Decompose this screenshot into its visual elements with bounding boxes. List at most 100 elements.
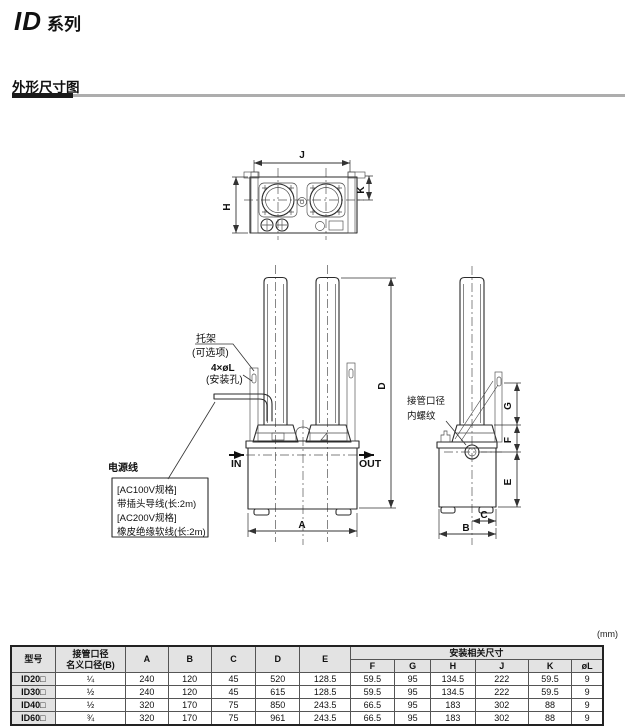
units-note: (mm) xyxy=(597,629,618,639)
cell-E: 128.5 xyxy=(299,685,351,699)
col-header-F: F xyxy=(349,659,396,673)
cell-oL: 9 xyxy=(571,685,604,699)
cell-G: 95 xyxy=(394,685,432,699)
port-cell: ¾ xyxy=(54,711,127,726)
col-header-J: J xyxy=(474,659,529,673)
col-header-B: B xyxy=(167,645,212,673)
dim-label-k: K xyxy=(356,186,367,194)
cell-F: 59.5 xyxy=(349,672,396,686)
cell-C: 45 xyxy=(210,685,257,699)
cell-D: 850 xyxy=(255,698,301,712)
cell-F: 66.5 xyxy=(349,711,396,726)
series-code: ID xyxy=(14,6,42,36)
bracket-label: 托架 xyxy=(196,332,216,345)
table-row: ID30□ ½ 240 120 45 615 128.5 59.5 95 134… xyxy=(10,685,604,699)
holes-label: 4×øL xyxy=(211,363,235,374)
dim-label-h: H xyxy=(222,203,233,210)
cell-H: 183 xyxy=(430,711,476,726)
section-title: 外形尺寸图 xyxy=(12,80,80,95)
model-cell: ID20□ xyxy=(10,672,56,686)
dim-label-e: E xyxy=(503,478,514,485)
col-header-D: D xyxy=(255,645,301,673)
bracket-sublabel: (可选项) xyxy=(192,346,229,359)
dim-label-b: B xyxy=(462,523,469,534)
dim-label-c: C xyxy=(480,510,487,521)
callout-power-cord: 电源线 [AC100V规格] 带插头导线(长:2m) [AC200V规格] 橡皮… xyxy=(108,401,216,538)
power-spec-line-4: 橡皮绝缘软线(长:2m) xyxy=(117,526,206,538)
col-header-G: G xyxy=(394,659,432,673)
dim-label-g: G xyxy=(503,402,514,410)
cell-K: 88 xyxy=(527,698,573,712)
col-header-H: H xyxy=(430,659,476,673)
port-label-line-2: 内螺纹 xyxy=(407,410,436,422)
holes-sublabel: (安装孔) xyxy=(206,373,243,386)
cell-J: 222 xyxy=(474,685,529,699)
port-cell: ¼ xyxy=(54,672,127,686)
section-rule-black xyxy=(12,93,73,98)
cell-A: 320 xyxy=(125,698,169,712)
cell-F: 59.5 xyxy=(349,685,396,699)
cell-D: 615 xyxy=(255,685,301,699)
dim-label-a: A xyxy=(298,520,305,531)
callout-bracket: 托架 (可选项) xyxy=(192,332,255,372)
cell-K: 59.5 xyxy=(527,685,573,699)
port-label-line-1: 接管口径 xyxy=(407,395,446,407)
col-header-A: A xyxy=(125,645,169,673)
cell-A: 240 xyxy=(125,672,169,686)
col-header-E: E xyxy=(299,645,351,673)
cell-K: 59.5 xyxy=(527,672,573,686)
series-word: 系列 xyxy=(47,15,81,34)
cell-B: 170 xyxy=(167,711,212,726)
cell-C: 75 xyxy=(210,711,257,726)
cell-D: 520 xyxy=(255,672,301,686)
cell-J: 222 xyxy=(474,672,529,686)
callout-port: 接管口径 内螺纹 xyxy=(407,395,467,446)
top-view: J H K xyxy=(222,150,373,240)
col-header-model: 型号 xyxy=(10,645,56,673)
in-label: IN xyxy=(231,458,242,470)
cell-C: 75 xyxy=(210,698,257,712)
col-header-K: K xyxy=(527,659,573,673)
cell-B: 120 xyxy=(167,672,212,686)
cell-oL: 9 xyxy=(571,698,604,712)
table-row: ID20□ ¼ 240 120 45 520 128.5 59.5 95 134… xyxy=(10,672,604,686)
cell-J: 302 xyxy=(474,698,529,712)
col-header-oL: øL xyxy=(571,659,604,673)
callout-mounting-holes: 4×øL (安装孔) xyxy=(206,363,253,386)
cell-J: 302 xyxy=(474,711,529,726)
dim-label-d: D xyxy=(377,382,388,389)
col-header-C: C xyxy=(210,645,257,673)
model-cell: ID30□ xyxy=(10,685,56,699)
cell-B: 170 xyxy=(167,698,212,712)
cell-E: 243.5 xyxy=(299,698,351,712)
cell-H: 134.5 xyxy=(430,672,476,686)
cell-C: 45 xyxy=(210,672,257,686)
cell-oL: 9 xyxy=(571,672,604,686)
dim-label-f: F xyxy=(503,437,514,443)
port-cell: ½ xyxy=(54,698,127,712)
cell-E: 128.5 xyxy=(299,672,351,686)
page-title: ID 系列 xyxy=(14,6,81,37)
cell-D: 961 xyxy=(255,711,301,726)
cell-G: 95 xyxy=(394,711,432,726)
power-cord-label: 电源线 xyxy=(108,461,138,474)
cell-F: 66.5 xyxy=(349,698,396,712)
model-cell: ID40□ xyxy=(10,698,56,712)
table-row: ID40□ ½ 320 170 75 850 243.5 66.5 95 183… xyxy=(10,698,604,712)
cell-H: 134.5 xyxy=(430,685,476,699)
dim-label-j: J xyxy=(299,150,305,161)
cell-A: 240 xyxy=(125,685,169,699)
cell-G: 95 xyxy=(394,672,432,686)
cell-G: 95 xyxy=(394,698,432,712)
out-label: OUT xyxy=(359,458,382,470)
cell-K: 88 xyxy=(527,711,573,726)
section-rule-gray xyxy=(12,94,625,97)
side-view: G F E C B xyxy=(436,266,521,545)
cell-H: 183 xyxy=(430,698,476,712)
dimension-table: 型号 接管口径名义口径(B) A B C D E 安装相关尺寸 F G H J … xyxy=(10,645,604,726)
cell-B: 120 xyxy=(167,685,212,699)
power-spec-line-3: [AC200V规格] xyxy=(117,512,177,524)
cell-oL: 9 xyxy=(571,711,604,726)
